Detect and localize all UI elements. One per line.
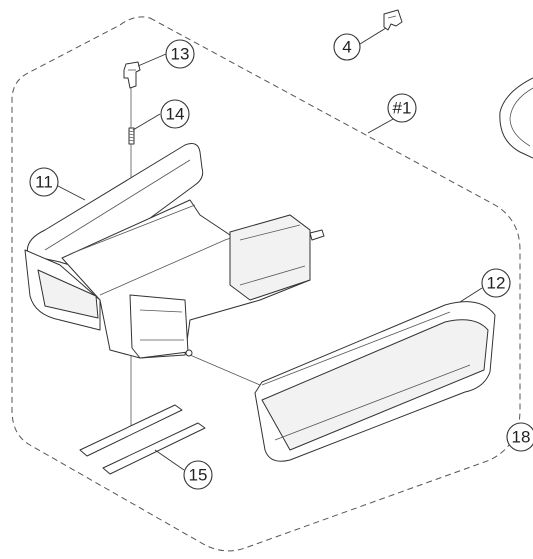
callout-18: 18	[506, 422, 533, 452]
callout-13: 13	[165, 39, 195, 69]
callout-12: 12	[481, 268, 511, 298]
callout-15: 15	[183, 460, 213, 490]
part-4-clip	[383, 9, 403, 31]
callout-14: 14	[160, 99, 190, 129]
svg-text:4: 4	[342, 38, 351, 57]
svg-text:11: 11	[35, 173, 53, 192]
svg-text:14: 14	[166, 105, 185, 124]
assembly-boundary	[11, 16, 521, 552]
leader-14	[132, 113, 161, 131]
part-12-cover	[254, 301, 496, 462]
svg-text:12: 12	[487, 274, 506, 293]
callout-4: 4	[333, 33, 361, 61]
svg-text:15: 15	[189, 466, 208, 485]
svg-text:13: 13	[171, 45, 190, 64]
leader-13	[137, 53, 167, 67]
leader-4	[359, 27, 387, 45]
part-14-spring	[128, 127, 135, 145]
part-11-bin-housing	[24, 143, 325, 359]
group-label-1: #1	[387, 93, 417, 123]
leader-11	[57, 185, 86, 201]
partial-part-right-edge	[499, 77, 533, 159]
leader-15	[154, 449, 185, 471]
leader-group-1	[367, 117, 396, 134]
part-15-strips	[79, 404, 206, 475]
part-13-clip	[123, 61, 141, 89]
callout-11: 11	[29, 167, 59, 197]
leader-12	[459, 287, 483, 303]
svg-text:#1: #1	[393, 99, 412, 118]
svg-text:18: 18	[512, 428, 531, 447]
